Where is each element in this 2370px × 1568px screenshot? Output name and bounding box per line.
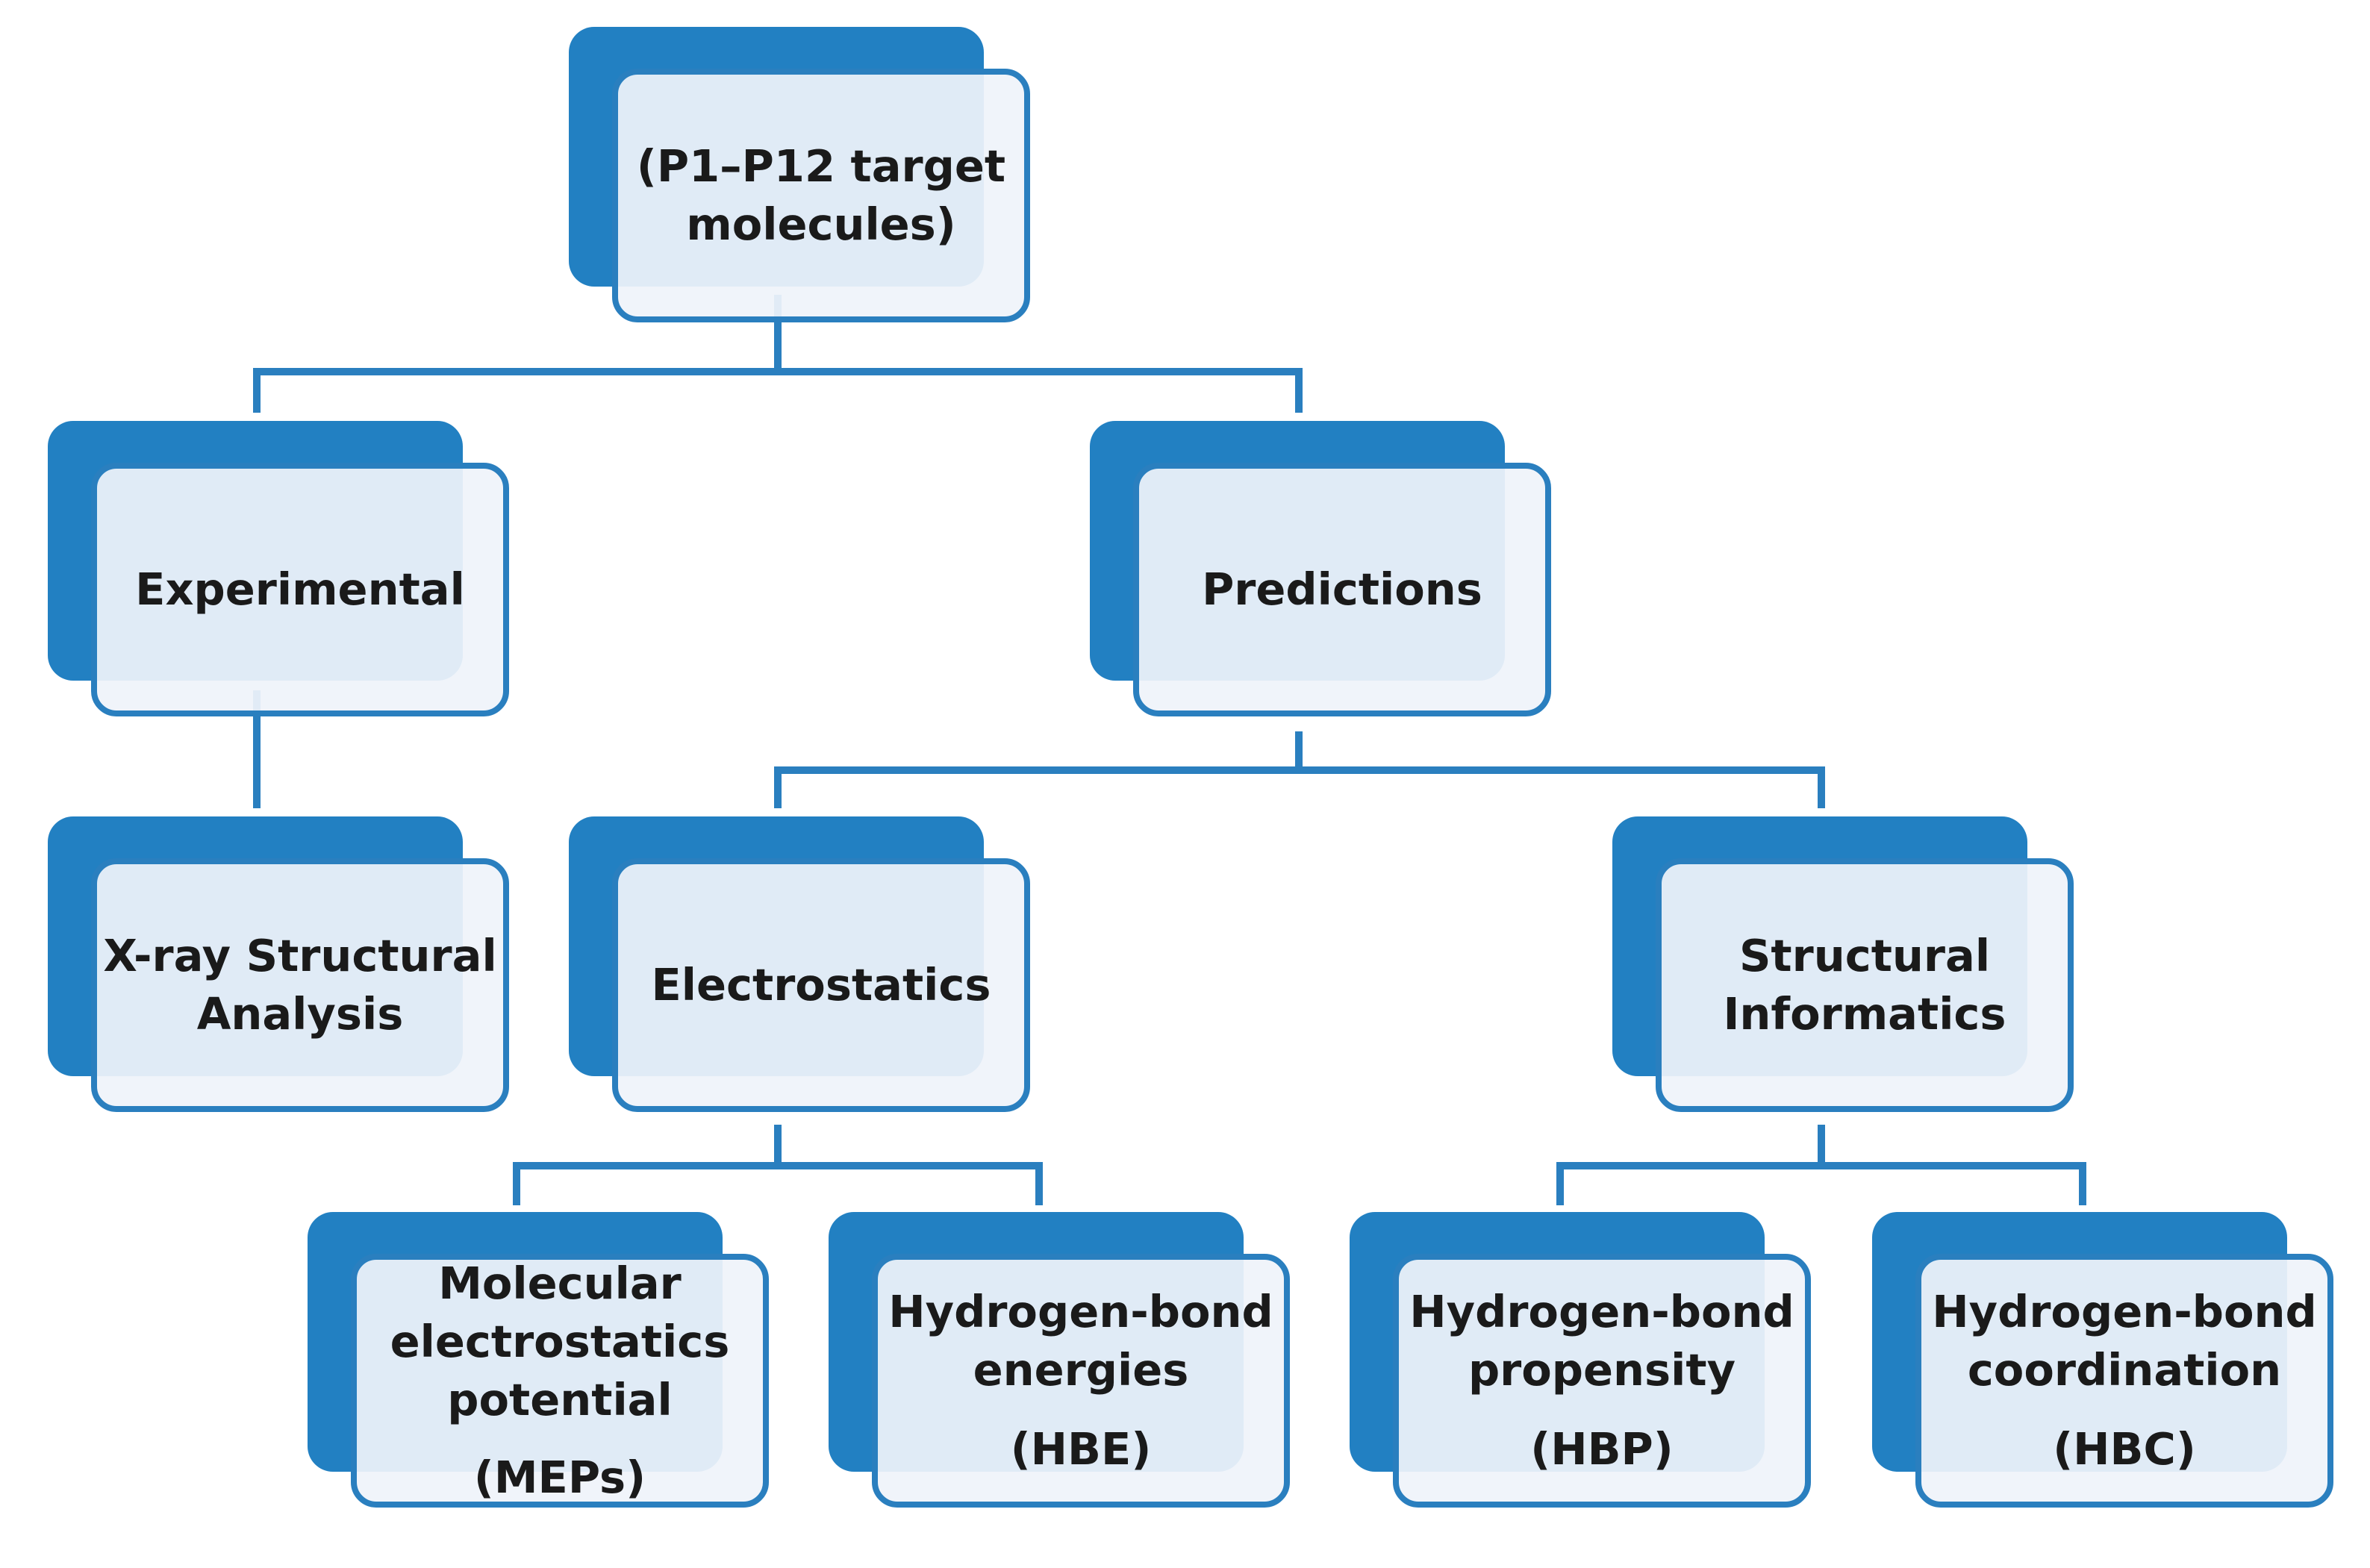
node-hbp-label: Hydrogen-bond propensity (HBP) xyxy=(1393,1254,1811,1508)
node-structural-informatics-line-2: Informatics xyxy=(1723,988,2006,1040)
node-structural-informatics-label: Structural Informatics xyxy=(1656,858,2074,1112)
node-front-box xyxy=(1393,1254,1811,1508)
node-hbe-abbreviation: (HBE) xyxy=(1010,1423,1152,1475)
node-front-box xyxy=(91,463,509,716)
node-front-box xyxy=(612,858,1030,1112)
node-experimental-line-1: Experimental xyxy=(135,563,465,615)
node-hbc-label: Hydrogen-bond coordination (HBC) xyxy=(1915,1254,2333,1508)
node-meps-line-2: electrostatics xyxy=(390,1316,730,1367)
node-predictions-label: Predictions xyxy=(1133,463,1551,716)
node-front-box xyxy=(1133,463,1551,716)
node-hbc-line-1: Hydrogen-bond xyxy=(1932,1286,2317,1337)
node-hbc-line-2: coordination xyxy=(1967,1344,2282,1396)
node-root-line-1: (P1–P12 target xyxy=(636,140,1006,192)
node-front-box xyxy=(1915,1254,2333,1508)
node-front-box xyxy=(1656,858,2074,1112)
node-meps-line-3: potential xyxy=(447,1374,673,1425)
node-electrostatics-label: Electrostatics xyxy=(612,858,1030,1112)
node-hbp-line-2: propensity xyxy=(1468,1344,1736,1396)
node-experimental-label: Experimental xyxy=(91,463,509,716)
node-hbc-abbreviation: (HBC) xyxy=(2053,1423,2196,1475)
node-meps-line-1: Molecular xyxy=(438,1258,682,1309)
node-hbe-line-1: Hydrogen-bond xyxy=(888,1286,1273,1337)
node-hbp-abbreviation: (HBP) xyxy=(1530,1423,1674,1475)
node-front-box xyxy=(351,1254,769,1508)
node-front-box xyxy=(612,69,1030,322)
node-electrostatics-line-1: Electrostatics xyxy=(651,959,991,1011)
node-hbp-line-1: Hydrogen-bond xyxy=(1409,1286,1794,1337)
node-predictions-line-1: Predictions xyxy=(1202,563,1482,615)
node-hbe-line-2: energies xyxy=(973,1344,1189,1396)
node-structural-informatics-line-1: Structural xyxy=(1738,930,1991,981)
node-front-box xyxy=(872,1254,1290,1508)
node-xray-line-2: Analysis xyxy=(196,988,404,1040)
node-root-label: (P1–P12 target molecules) xyxy=(612,69,1030,322)
node-root-line-2: molecules) xyxy=(686,199,956,250)
node-xray-label: X-ray Structural Analysis xyxy=(91,858,509,1112)
node-xray-line-1: X-ray Structural xyxy=(103,930,497,981)
node-hbe-label: Hydrogen-bond energies (HBE) xyxy=(872,1254,1290,1508)
node-front-box xyxy=(91,858,509,1112)
node-meps-abbreviation: (MEPs) xyxy=(473,1452,646,1503)
node-meps-label: Molecular electrostatics potential (MEPs… xyxy=(351,1254,769,1508)
